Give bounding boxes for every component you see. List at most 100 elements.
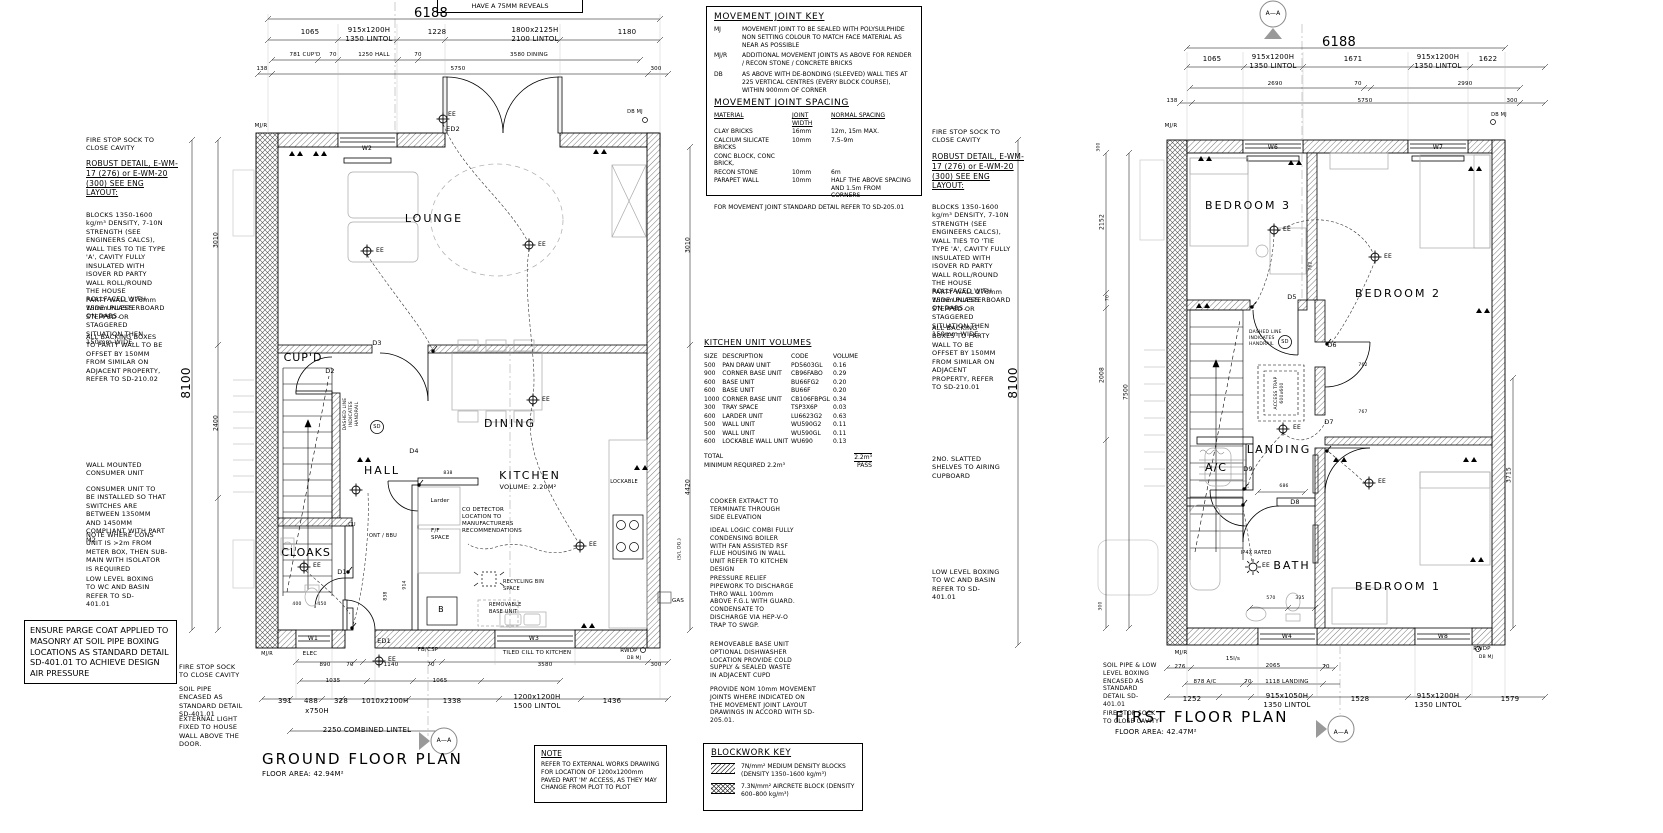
ff-dim: 300 [1096, 142, 1102, 152]
kitchen-unit-cell: WALL UNIT [722, 429, 755, 437]
gf-dim: 70 [346, 662, 354, 668]
kitchen-unit-cell: LOCKABLE WALL UNIT [722, 438, 789, 445]
note-fire-stop-br: FIRE STOP SOCK TO CLOSE CAVITY [1103, 710, 1159, 725]
ff-dim: 2065 [1265, 663, 1281, 669]
note-soil-pipe-bl: SOIL PIPE ENCASED AS STANDARD DETAIL SD-… [179, 685, 243, 719]
ff-dim: 70 [1354, 81, 1362, 87]
hatch-aircrete-swatch [711, 783, 735, 794]
ff-dim: 1350 LINTOL [1249, 62, 1297, 70]
kitchen-unit-cell: TRAY SPACE [722, 404, 759, 411]
kitchen-unit-cell: 0.11 [832, 429, 847, 437]
kitchen-unit-cell: 600 [704, 378, 716, 386]
gf-dim: 838 [443, 471, 453, 476]
spacing-cell: CONC BLOCK, CONC BRICK, [714, 152, 775, 168]
ff-dim: 1622 [1478, 55, 1498, 63]
kitchen-unit-cell: CORNER BASE UNIT [722, 370, 782, 377]
ff-dim: 335 [1295, 596, 1305, 601]
gf-dim-overall-left: 8100 [178, 367, 193, 399]
gf-label-ont-bbu: ONT / BBU [369, 533, 397, 539]
gf-room-label-kitchen: KITCHEN [499, 469, 561, 482]
note-party-wall-left: PARTY WALL 276mm WIDE UNLESS STEPPED OR … [86, 296, 157, 347]
note-box-title: NOTE [541, 749, 562, 758]
ff-dim: 915x1050H [1265, 692, 1309, 700]
ff-floor-area: FLOOR AREA: 42.47M² [1115, 728, 1197, 736]
ff-dim: 1350 LINTOL [1263, 701, 1311, 709]
gf-room-label-hall: HALL [363, 464, 401, 477]
gf-dim: 781 CUP'D [289, 52, 321, 58]
ff-dim: 1579 [1500, 695, 1520, 703]
gf-dim: 1180 [617, 28, 637, 36]
ff-door-label-d6: D6 [1327, 341, 1337, 349]
ff-room-label-ac: A/C [1205, 461, 1227, 474]
note-soil-pipe-right: SOIL PIPE & LOW LEVEL BOXING ENCASED AS … [1103, 662, 1157, 708]
gf-label-ee: EE [542, 396, 550, 403]
gf-dim: 3580 [537, 662, 553, 668]
kitchen-unit-cell: 0.11 [832, 421, 847, 428]
kitchen-header: CODE [791, 353, 809, 360]
ff-dim: 3715 [1505, 466, 1513, 484]
ff-label-ip4x: IP4X RATED [1240, 550, 1272, 556]
kitchen-unit-cell: CB96FABO [791, 370, 823, 377]
ff-dim: 1350 LINTOL [1414, 701, 1462, 709]
gf-room-label-lounge: LOUNGE [404, 212, 464, 225]
spacing-header: NORMAL SPACING [831, 112, 886, 120]
kitchen-unit-cell: 0.16 [832, 361, 847, 369]
gf-dim: 838 [383, 591, 389, 601]
kitchen-unit-volumes-title: KITCHEN UNIT VOLUMES [704, 338, 812, 347]
gf-window-label-w3: W3 [528, 635, 540, 642]
ff-dim: 570 [1266, 596, 1276, 601]
ff-dim: 5750 [1357, 98, 1373, 104]
kitchen-unit-cell: 900 [704, 370, 716, 377]
note-external-light: EXTERNAL LIGHT FIXED TO HOUSE WALL ABOVE… [179, 715, 240, 749]
note-box: NOTE REFER TO EXTERNAL WORKS DRAWING FOR… [534, 745, 667, 803]
gf-room-label-cloaks: CLOAKS [281, 546, 331, 559]
note-cooker-extract: COOKER EXTRACT TO TERMINATE THROUGH SIDE… [710, 498, 781, 521]
mj-item-code: DB [714, 70, 723, 78]
kitchen-min-value: PASS [857, 461, 872, 469]
gf-wiring [305, 123, 579, 629]
ff-dim: 7500 [1122, 383, 1130, 401]
gf-dim: 1010x2100H [361, 697, 409, 705]
gf-label-boiler: B [438, 605, 444, 614]
note-blocks-right: BLOCKS 1350-1600 kg/m³ DENSITY, 7-10N ST… [932, 203, 1011, 313]
gf-dim: 1228 [427, 28, 447, 36]
gf-dim: 3010 [684, 236, 692, 254]
ff-door-label-d7: D7 [1324, 418, 1334, 426]
gf-dim: 3580 DINING [510, 52, 548, 58]
gf-label-kitchen-volume: VOLUME: 2.20M² [499, 483, 557, 491]
gf-dim: 1800x2125H [511, 26, 559, 34]
ff-label-mjr-top: MJ/R [1164, 123, 1178, 129]
blockwork-key-title: BLOCKWORK KEY [711, 748, 792, 758]
spacing-cell: PARAPET WALL [714, 177, 759, 185]
kitchen-header: VOLUME [832, 353, 859, 360]
gf-note-co-detector: CO DETECTOR LOCATION TO MANUFACTURERS RE… [462, 507, 522, 535]
gf-dim: 70 [414, 52, 422, 58]
ff-window-label-w4: W4 [1281, 633, 1293, 640]
gf-window-label-w2: W2 [361, 145, 373, 152]
ff-room-label-bedroom1: BEDROOM 1 [1355, 580, 1441, 593]
ff-window-label-w8: W8 [1437, 633, 1449, 640]
kitchen-unit-cell: 0.20 [832, 387, 847, 394]
note-low-level-right: LOW LEVEL BOXING TO WC AND BASIN REFER T… [932, 568, 1000, 602]
gf-stairs [282, 367, 333, 596]
note-box-text: REFER TO EXTERNAL WORKS DRAWING FOR LOCA… [541, 761, 660, 792]
gf-dimension-lines [188, 14, 694, 735]
gf-dim: x750H [305, 707, 329, 715]
gf-label-fbcsp: FB/CSP [417, 647, 439, 653]
kitchen-unit-cell: 0.13 [832, 438, 847, 445]
ff-dim-overall-left: 8100 [1005, 367, 1020, 399]
note-fire-stop-bl: FIRE STOP SOCK TO CLOSE CAVITY [179, 663, 240, 680]
mj-item-text: ADDITIONAL MOVEMENT JOINTS AS ABOVE FOR … [742, 52, 912, 68]
gf-title: GROUND FLOOR PLAN [262, 750, 463, 768]
ff-window-label-w6: W6 [1267, 144, 1279, 151]
kitchen-unit-cell: WU690 [791, 438, 813, 445]
